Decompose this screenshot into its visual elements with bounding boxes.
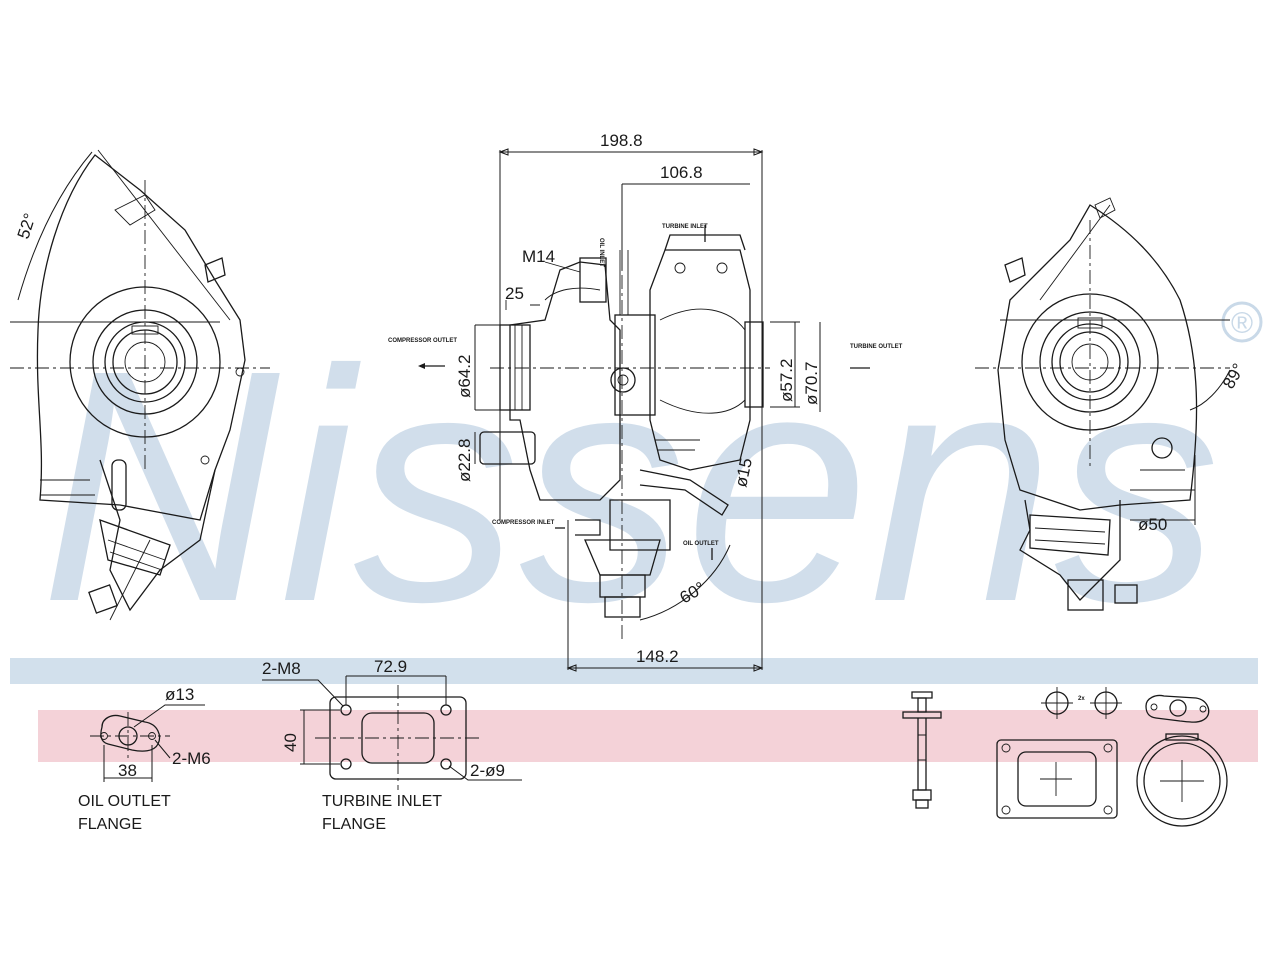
turbine-flange-title-line2: FLANGE xyxy=(322,816,386,833)
blue-band xyxy=(10,658,1258,684)
oil-flange-title-line1: OIL OUTLET xyxy=(78,793,171,810)
dim-dia-50: ø50 xyxy=(1138,515,1167,534)
dim-dia-22: ø22.8 xyxy=(455,439,474,482)
dim-overall-width: 198.8 xyxy=(600,131,643,150)
registered-mark-icon: ® xyxy=(1221,301,1263,343)
oil-outlet-flange-drawing: 38 ø13 2-M6 OIL OUTLET FLANGE xyxy=(78,685,211,833)
port-compressor-outlet: COMPRESSOR OUTLET xyxy=(388,338,457,344)
port-turbine-inlet: TURBINE INLET xyxy=(662,224,708,230)
svg-text:®: ® xyxy=(1231,307,1253,340)
oil-flange-gasket-icon xyxy=(1145,694,1210,723)
turbine-flange-gasket-icon xyxy=(996,739,1118,819)
port-turbine-outlet: TURBINE OUTLET xyxy=(850,344,903,350)
turbine-flange-width: 72.9 xyxy=(374,657,407,676)
oil-flange-title-line2: FLANGE xyxy=(78,816,142,833)
brand-watermark: Nissens xyxy=(40,301,1220,670)
oil-flange-thread: 2-M6 xyxy=(172,749,211,768)
dim-25: 25 xyxy=(505,284,524,303)
dim-dia-64: ø64.2 xyxy=(455,355,474,398)
turbine-inlet-flange-drawing: 72.9 40 2-M8 2-ø9 TURBINE INLET FLANGE xyxy=(262,657,522,833)
dim-width-148: 148.2 xyxy=(636,647,679,666)
turbine-flange-title-line1: TURBINE INLET xyxy=(322,793,442,810)
dim-dia-57: ø57.2 xyxy=(777,359,796,402)
dim-width-106: 106.8 xyxy=(660,163,703,182)
round-gasket-icon xyxy=(1136,733,1228,827)
angle-52-label: 52° xyxy=(14,211,40,241)
port-oil-inlet: OIL INLET xyxy=(598,238,604,267)
oil-pipe-bolt-icon xyxy=(902,691,942,809)
angle-89-label: 89° xyxy=(1219,360,1248,392)
svg-text:2x: 2x xyxy=(1078,696,1085,702)
port-compressor-inlet: COMPRESSOR INLET xyxy=(492,520,555,526)
turbine-flange-holes: 2-ø9 xyxy=(470,761,505,780)
port-oil-outlet: OIL OUTLET xyxy=(683,541,719,547)
center-side-view: 198.8 106.8 148.2 25 M14 xyxy=(388,131,903,672)
oil-flange-dia-13: ø13 xyxy=(165,685,194,704)
thread-m14-label: M14 xyxy=(522,247,555,266)
turbine-flange-thread: 2-M8 xyxy=(262,659,301,678)
dim-dia-70: ø70.7 xyxy=(802,362,821,405)
turbine-flange-height: 40 xyxy=(281,733,300,752)
red-band xyxy=(38,710,1258,762)
gasket-washers-icon: 2x xyxy=(1041,687,1122,719)
oil-flange-spacing: 38 xyxy=(118,761,137,780)
